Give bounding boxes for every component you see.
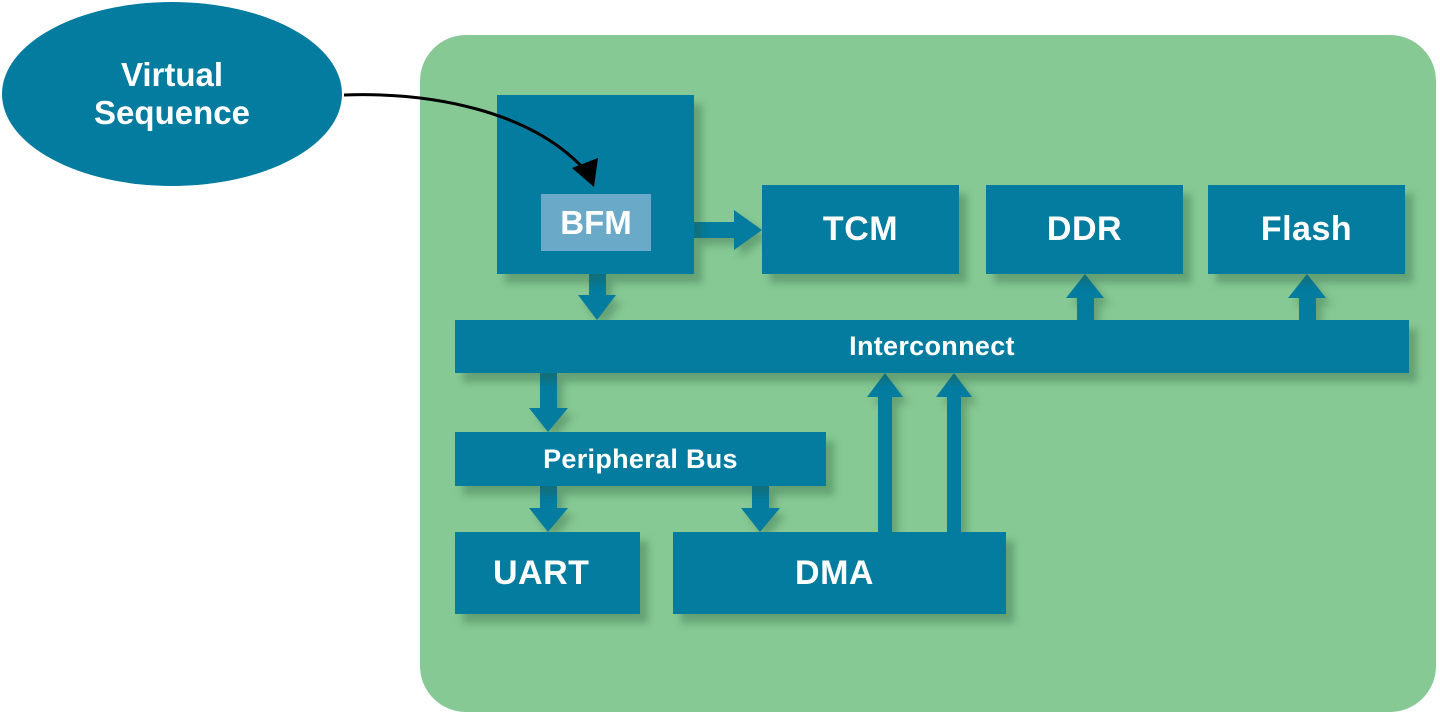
- peripheral-bus: Peripheral Bus: [455, 432, 826, 486]
- interconnect-bus: Interconnect: [455, 320, 1409, 373]
- tcm-block: TCM: [762, 185, 959, 274]
- arrow-bfm-to-interconnect: [578, 274, 616, 320]
- arrow-interconnect-to-ddr: [1066, 274, 1104, 320]
- ddr-block: DDR: [986, 185, 1183, 274]
- arrow-interconnect-to-peripheral-bus: [529, 373, 568, 432]
- bfm-block: BFM: [541, 194, 651, 251]
- virtual-sequence-node: Virtual Sequence: [2, 2, 342, 186]
- flash-block: Flash: [1208, 185, 1405, 274]
- arrow-interconnect-to-flash: [1288, 274, 1326, 320]
- uart-block: UART: [455, 532, 640, 614]
- virtual-sequence-label-line2: Sequence: [94, 94, 250, 131]
- arrow-peripheral-bus-to-uart: [529, 486, 568, 532]
- arrow-dma-to-interconnect-2: [936, 373, 972, 532]
- dma-block: DMA: [673, 532, 1006, 614]
- virtual-sequence-label-line1: Virtual: [120, 56, 224, 93]
- arrow-dma-to-interconnect-1: [867, 373, 903, 532]
- arrow-sequence-to-bfm: [343, 93, 598, 187]
- arrow-bfm-to-tcm: [694, 210, 762, 250]
- arrow-peripheral-bus-to-dma: [741, 486, 780, 532]
